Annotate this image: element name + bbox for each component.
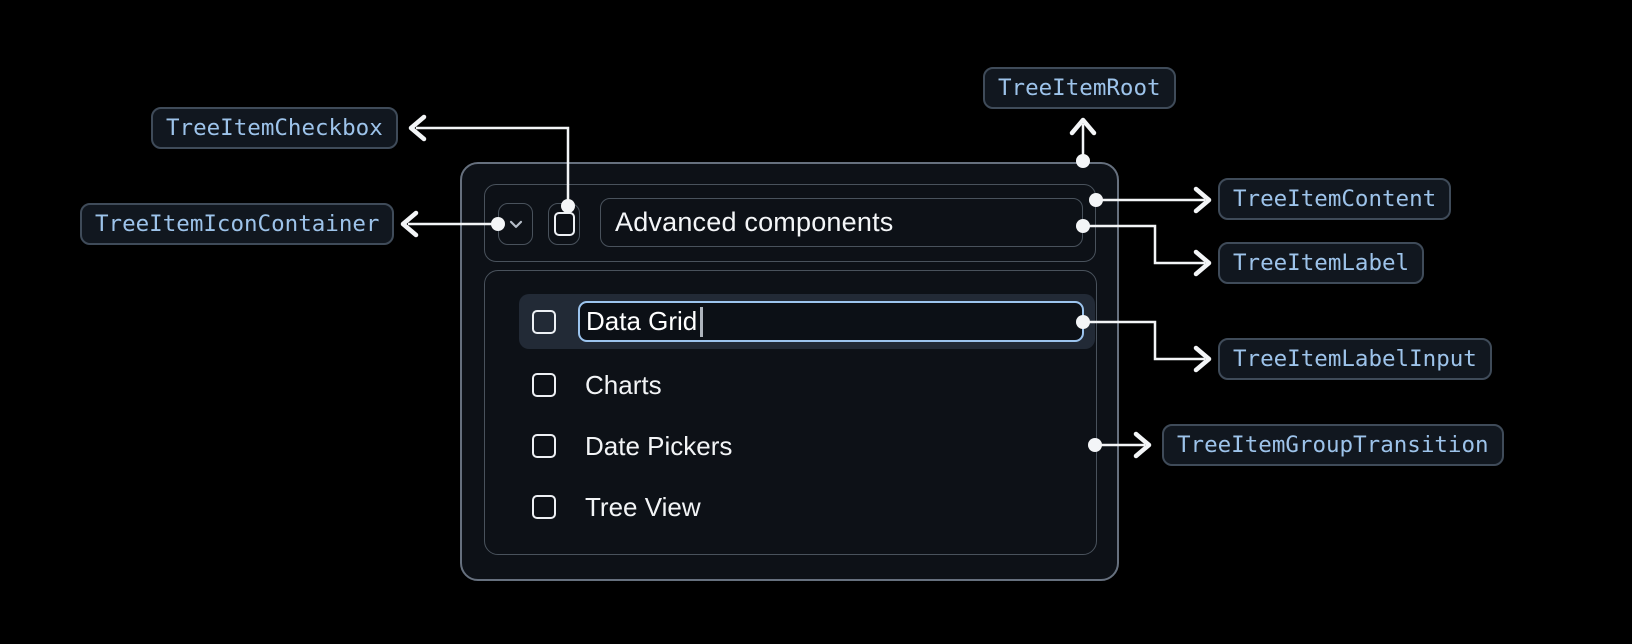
badge-tree-item-root: TreeItemRoot	[983, 67, 1176, 109]
badge-tree-item-icon-container: TreeItemIconContainer	[80, 203, 395, 245]
arrowhead-right	[1193, 345, 1212, 373]
badge-tree-item-group-transition: TreeItemGroupTransition	[1162, 424, 1504, 466]
arrowhead-up	[1069, 117, 1097, 136]
tree-item-row-editing[interactable]: Data Grid	[519, 294, 1095, 349]
tree-item-label-text[interactable]: Date Pickers	[585, 431, 733, 461]
arrowhead-right	[1193, 249, 1212, 277]
tree-item-checkbox[interactable]	[548, 203, 580, 245]
tree-item-group-transition	[484, 270, 1097, 555]
tree-item-content[interactable]	[484, 184, 1096, 262]
arrowhead-left	[400, 210, 419, 238]
arrowhead-right	[1193, 186, 1212, 214]
checkbox-icon	[553, 212, 575, 236]
chevron-down-icon	[509, 220, 522, 228]
arrowhead-left	[408, 114, 427, 142]
tree-item-label-input[interactable]: Data Grid	[578, 301, 1084, 342]
label-input-value: Data Grid	[586, 306, 698, 336]
tree-item-label-text[interactable]: Tree View	[585, 492, 701, 522]
checkbox-icon[interactable]	[532, 310, 556, 334]
tree-item-label-text[interactable]: Charts	[585, 370, 662, 400]
tree-item-icon-container[interactable]	[498, 203, 533, 245]
parent-label: Advanced components	[615, 207, 894, 237]
badge-tree-item-checkbox: TreeItemCheckbox	[151, 107, 398, 149]
text-caret	[700, 306, 704, 337]
arrowhead-right	[1133, 431, 1152, 459]
checkbox-icon[interactable]	[532, 373, 556, 397]
badge-tree-item-label: TreeItemLabel	[1218, 242, 1425, 284]
checkbox-icon[interactable]	[532, 434, 556, 458]
tree-item-label: Advanced components	[600, 198, 1083, 247]
badge-tree-item-content: TreeItemContent	[1218, 178, 1452, 220]
badge-tree-item-label-input: TreeItemLabelInput	[1218, 338, 1492, 380]
checkbox-icon[interactable]	[532, 495, 556, 519]
